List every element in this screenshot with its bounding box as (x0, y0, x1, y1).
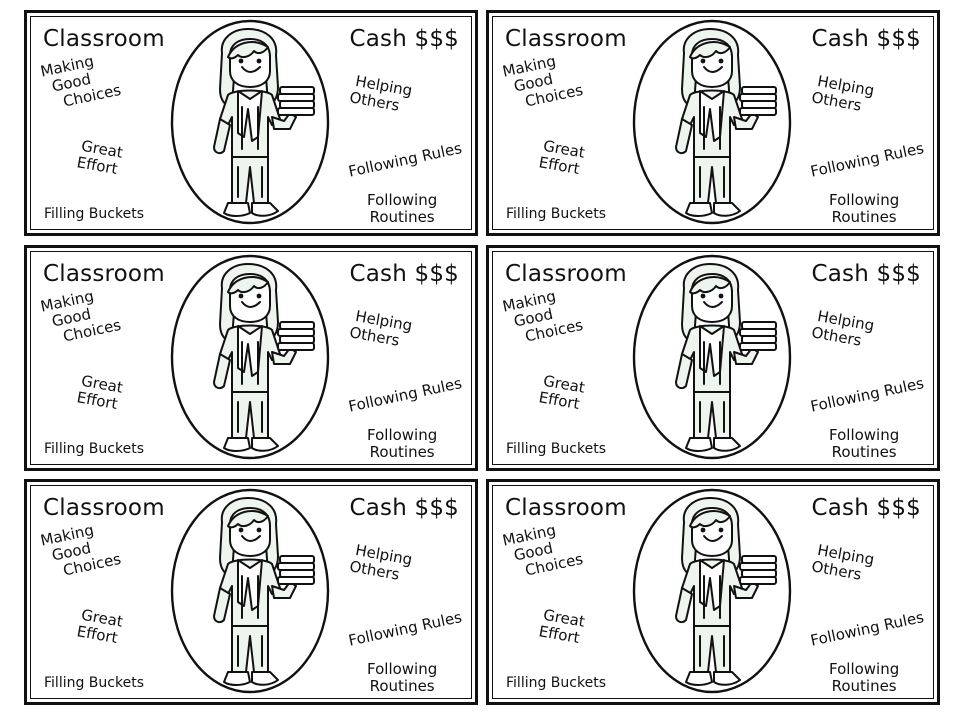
girl-holding-books-icon (168, 252, 332, 462)
girl-holding-books-icon (630, 252, 794, 462)
card-title-classroom: Classroom (505, 495, 627, 521)
card-title-cash: Cash $$$ (811, 495, 921, 521)
card-title-classroom: Classroom (505, 261, 627, 287)
girl-holding-books-icon (168, 17, 332, 227)
card-inner-border (492, 251, 934, 465)
card-title-classroom: Classroom (43, 26, 165, 52)
phrase-following-routines: Following Routines (829, 426, 900, 461)
phrase-filling-buckets: Filling Buckets (44, 206, 144, 222)
phrase-filling-buckets: Filling Buckets (44, 675, 144, 691)
girl-holding-books-icon (630, 486, 794, 696)
card-inner-border (30, 16, 472, 230)
phrase-filling-buckets: Filling Buckets (44, 441, 144, 457)
phrase-filling-buckets: Filling Buckets (506, 206, 606, 222)
phrase-following-routines: Following Routines (367, 660, 438, 695)
card-title-cash: Cash $$$ (811, 26, 921, 52)
card-inner-border (492, 485, 934, 699)
classroom-cash-card: Classroom Cash $$$ Making Good Choices G… (486, 479, 940, 705)
phrase-filling-buckets: Filling Buckets (506, 675, 606, 691)
phrase-following-routines: Following Routines (829, 660, 900, 695)
card-inner-border (30, 485, 472, 699)
card-title-classroom: Classroom (43, 261, 165, 287)
phrase-following-routines: Following Routines (367, 426, 438, 461)
classroom-cash-card: Classroom Cash $$$ Making Good Choices G… (486, 10, 940, 236)
phrase-following-routines: Following Routines (829, 191, 900, 226)
card-title-cash: Cash $$$ (349, 495, 459, 521)
card-title-cash: Cash $$$ (811, 261, 921, 287)
girl-holding-books-icon (168, 486, 332, 696)
girl-holding-books-icon (630, 17, 794, 227)
phrase-following-routines: Following Routines (367, 191, 438, 226)
classroom-cash-card: Classroom Cash $$$ Making Good Choices G… (24, 479, 478, 705)
classroom-cash-card: Classroom Cash $$$ Making Good Choices G… (24, 245, 478, 471)
classroom-cash-card: Classroom Cash $$$ Making Good Choices G… (24, 10, 478, 236)
card-title-cash: Cash $$$ (349, 261, 459, 287)
classroom-cash-card: Classroom Cash $$$ Making Good Choices G… (486, 245, 940, 471)
card-inner-border (30, 251, 472, 465)
card-title-cash: Cash $$$ (349, 26, 459, 52)
phrase-filling-buckets: Filling Buckets (506, 441, 606, 457)
card-inner-border (492, 16, 934, 230)
card-title-classroom: Classroom (43, 495, 165, 521)
card-title-classroom: Classroom (505, 26, 627, 52)
